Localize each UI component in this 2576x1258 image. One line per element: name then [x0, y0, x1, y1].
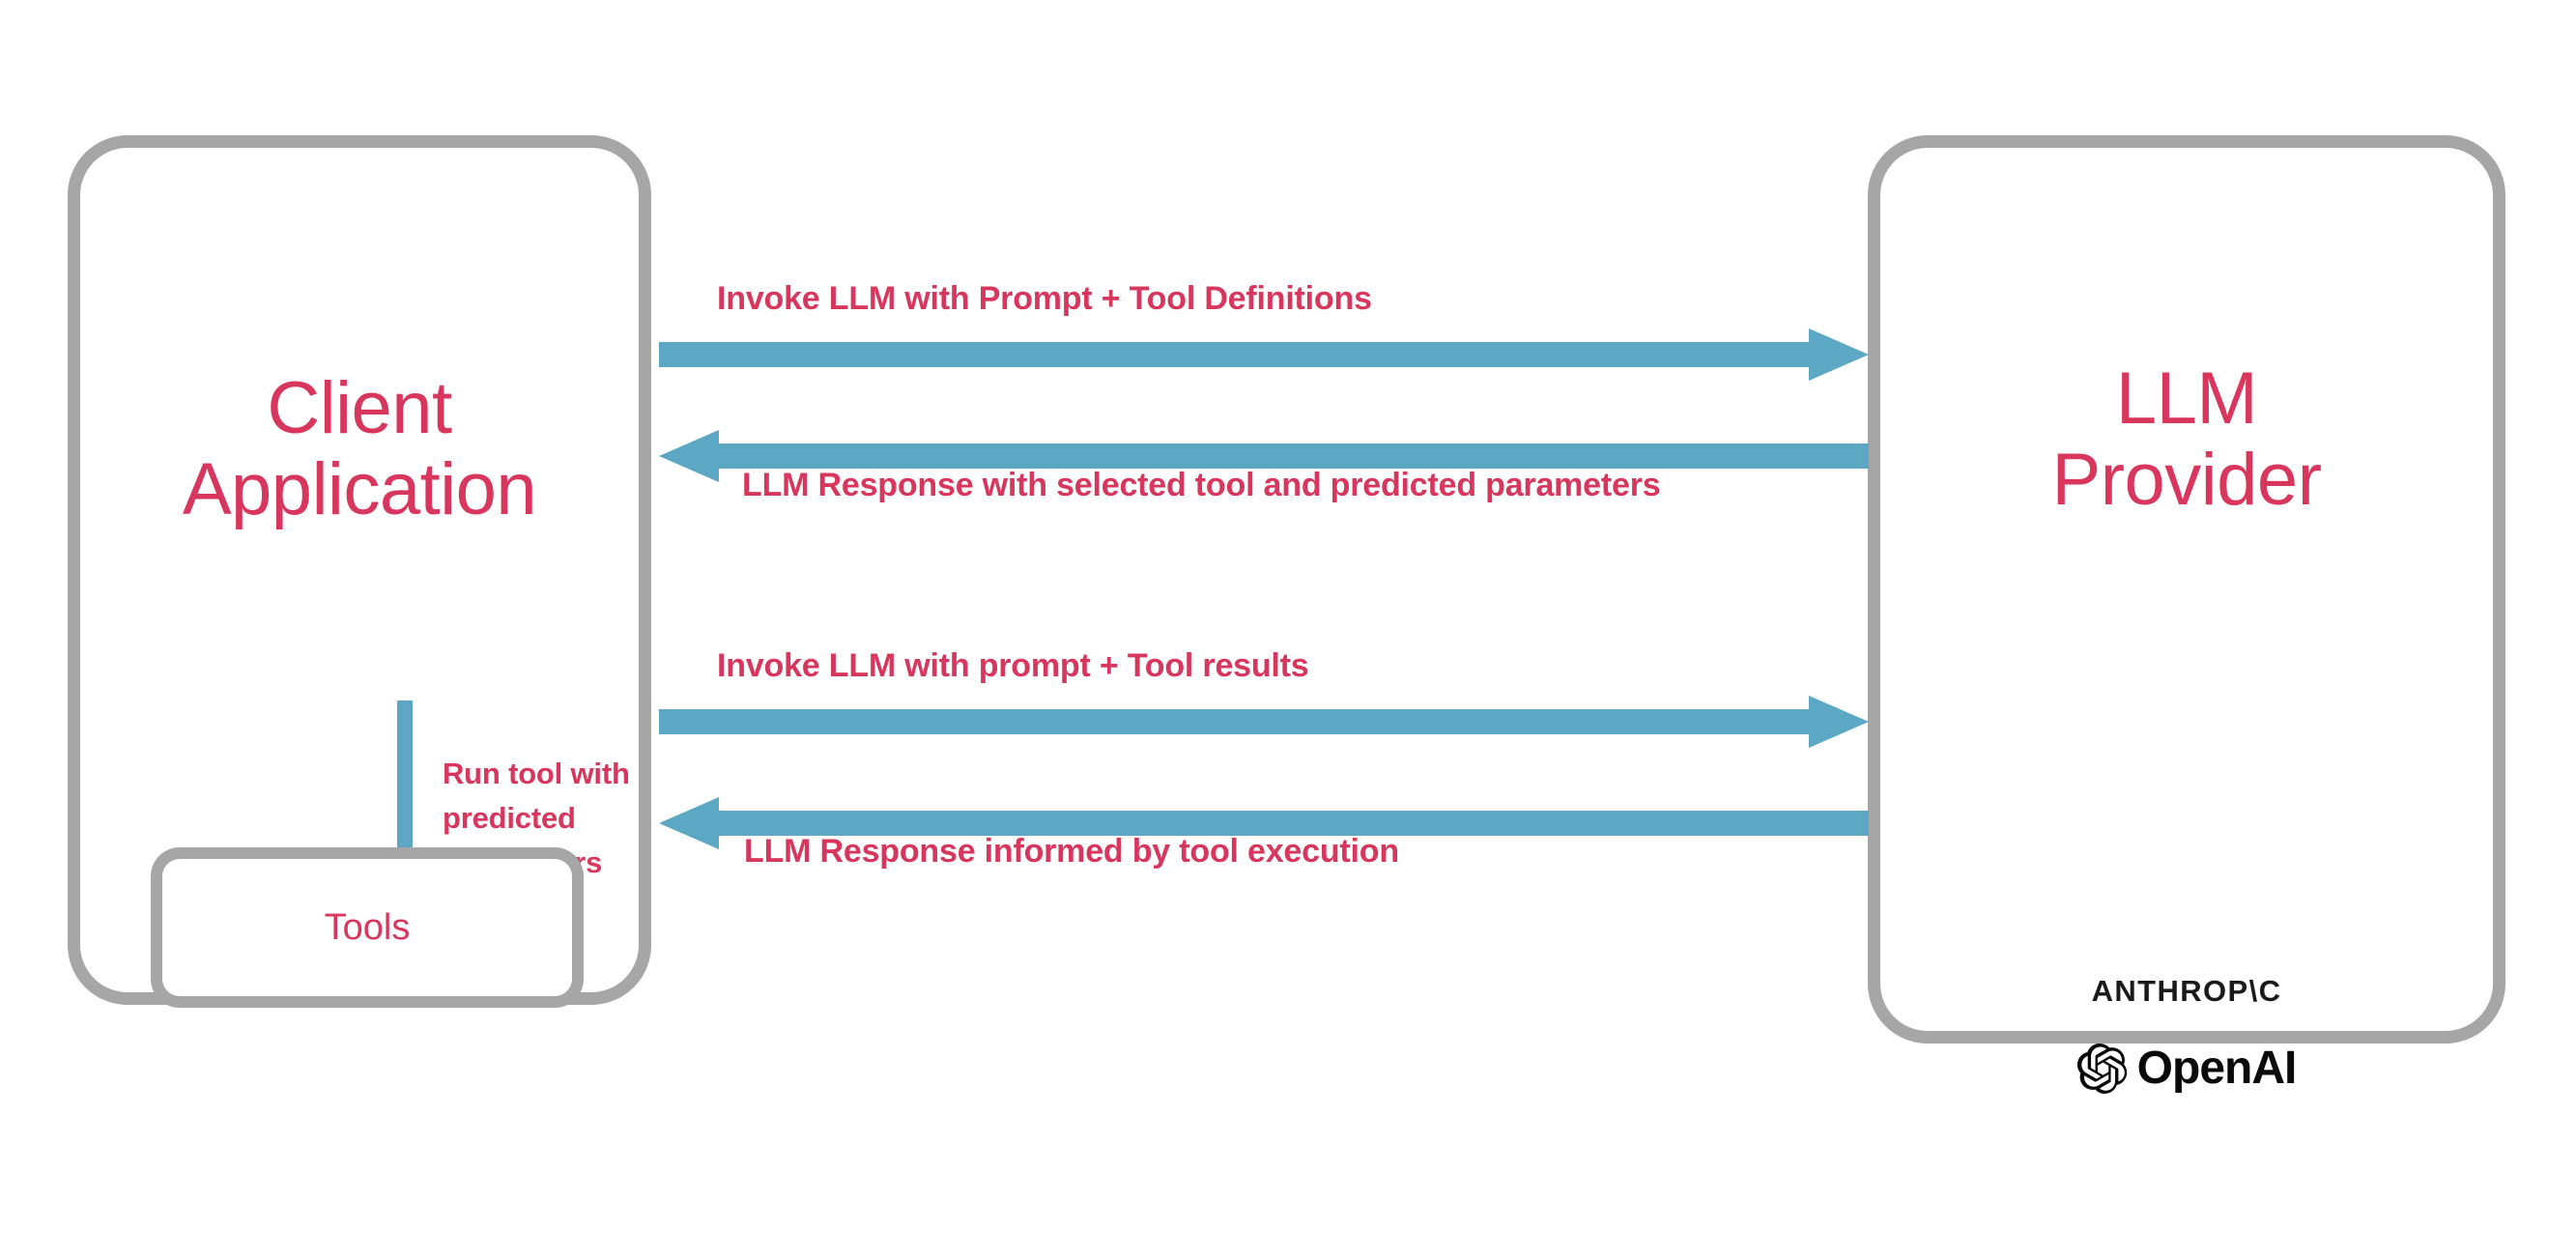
message-arrow-left-4 — [659, 797, 1869, 849]
message-arrow-right-3 — [659, 696, 1869, 748]
anthropic-logo: ANTHROP\C — [2091, 974, 2282, 1008]
llm-provider-box[interactable]: LLM Provider ANTHROP\C OpenAI — [1868, 135, 2505, 1094]
openai-logo: OpenAI — [1880, 1042, 2493, 1095]
message-label-3: Invoke LLM with prompt + Tool results — [717, 647, 1309, 684]
llm-provider-title: LLM Provider — [2051, 357, 2323, 521]
tools-label: Tools — [324, 907, 411, 948]
tools-box[interactable]: Tools — [151, 847, 584, 1008]
openai-wordmark: OpenAI — [2136, 1043, 2298, 1094]
message-arrow-right-1 — [659, 329, 1869, 381]
client-application-box[interactable]: Client Application Run tool with predict… — [68, 135, 651, 1008]
run-tool-arrow — [376, 700, 434, 990]
message-label-1: Invoke LLM with Prompt + Tool Definition… — [717, 280, 1372, 317]
message-label-2: LLM Response with selected tool and pred… — [742, 467, 1661, 503]
openai-mark-icon — [2076, 1043, 2127, 1094]
message-arrow-left-2 — [659, 430, 1869, 482]
client-application-title: Client Application — [182, 367, 537, 530]
message-label-4: LLM Response informed by tool execution — [744, 833, 1399, 870]
